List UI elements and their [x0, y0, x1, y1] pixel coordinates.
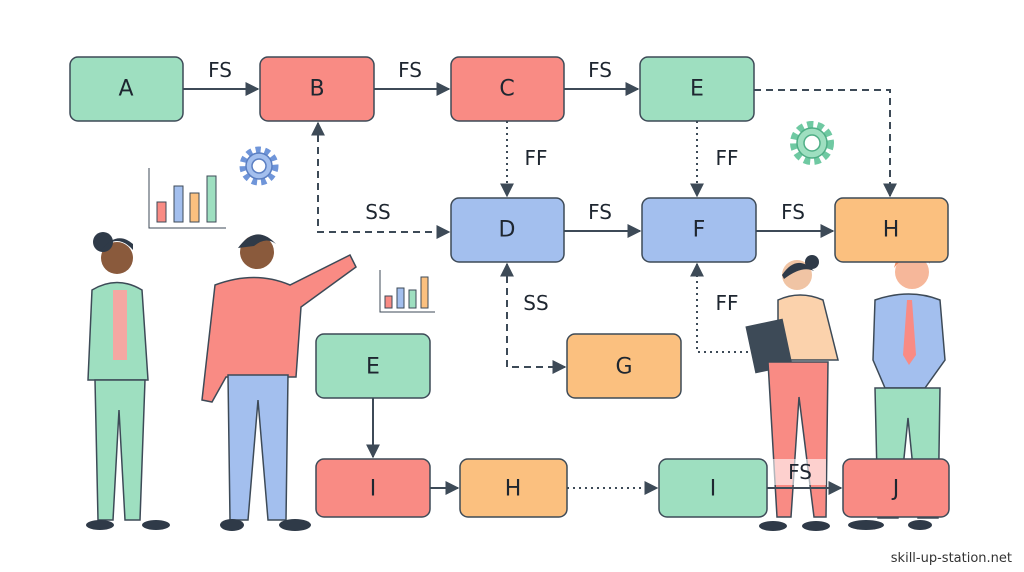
edge-label: FF — [715, 291, 738, 315]
edge-label: FF — [715, 146, 738, 170]
node-label: E — [366, 355, 380, 380]
node-g[interactable]: G — [566, 333, 682, 399]
bar-chart-icon — [148, 168, 226, 229]
person-woman-thinking — [86, 232, 170, 530]
node-j[interactable]: J — [842, 458, 950, 518]
edge-label: SS — [523, 291, 548, 315]
edge-label: FF — [524, 146, 547, 170]
watermark: skill-up-station.net — [890, 551, 1012, 566]
node-label: I — [710, 477, 717, 502]
node-e[interactable]: E — [639, 56, 755, 122]
node-b[interactable]: B — [259, 56, 375, 122]
edge-label: FS — [781, 200, 805, 224]
edges — [183, 82, 897, 495]
node-e-lower[interactable]: E — [315, 333, 431, 399]
node-c[interactable]: C — [450, 56, 565, 122]
edge-label: SS — [365, 200, 390, 224]
node-i-lower[interactable]: I — [658, 458, 768, 518]
gear-icon — [239, 146, 279, 186]
node-d[interactable]: D — [450, 197, 565, 263]
node-label: F — [693, 218, 706, 243]
edge-person-f — [690, 262, 760, 353]
node-a[interactable]: A — [69, 56, 184, 122]
node-label: J — [891, 477, 900, 502]
edge-b-d — [311, 121, 451, 239]
node-h-lower[interactable]: H — [459, 458, 568, 518]
gear-icon — [790, 121, 834, 165]
edge-label: FS — [208, 58, 232, 82]
node-label: H — [505, 477, 522, 502]
edge-label: FS — [588, 58, 612, 82]
bar-chart-icon — [379, 270, 435, 313]
node-label: B — [309, 77, 324, 102]
node-label: G — [615, 355, 632, 380]
person-man-pointing — [201, 234, 357, 531]
node-f[interactable]: F — [641, 197, 757, 263]
edge-label: FS — [588, 200, 612, 224]
node-label: H — [883, 218, 900, 243]
edge-e-h — [754, 89, 897, 198]
node-i[interactable]: I — [315, 458, 431, 518]
edge-d-g — [500, 262, 567, 374]
node-label: A — [118, 77, 133, 102]
node-label: I — [370, 477, 377, 502]
edge-label: FS — [788, 460, 812, 484]
node-label: C — [499, 77, 514, 102]
node-label: D — [499, 218, 516, 243]
node-label: E — [690, 77, 704, 102]
edge-label: FS — [398, 58, 422, 82]
node-h[interactable]: H — [834, 197, 949, 263]
